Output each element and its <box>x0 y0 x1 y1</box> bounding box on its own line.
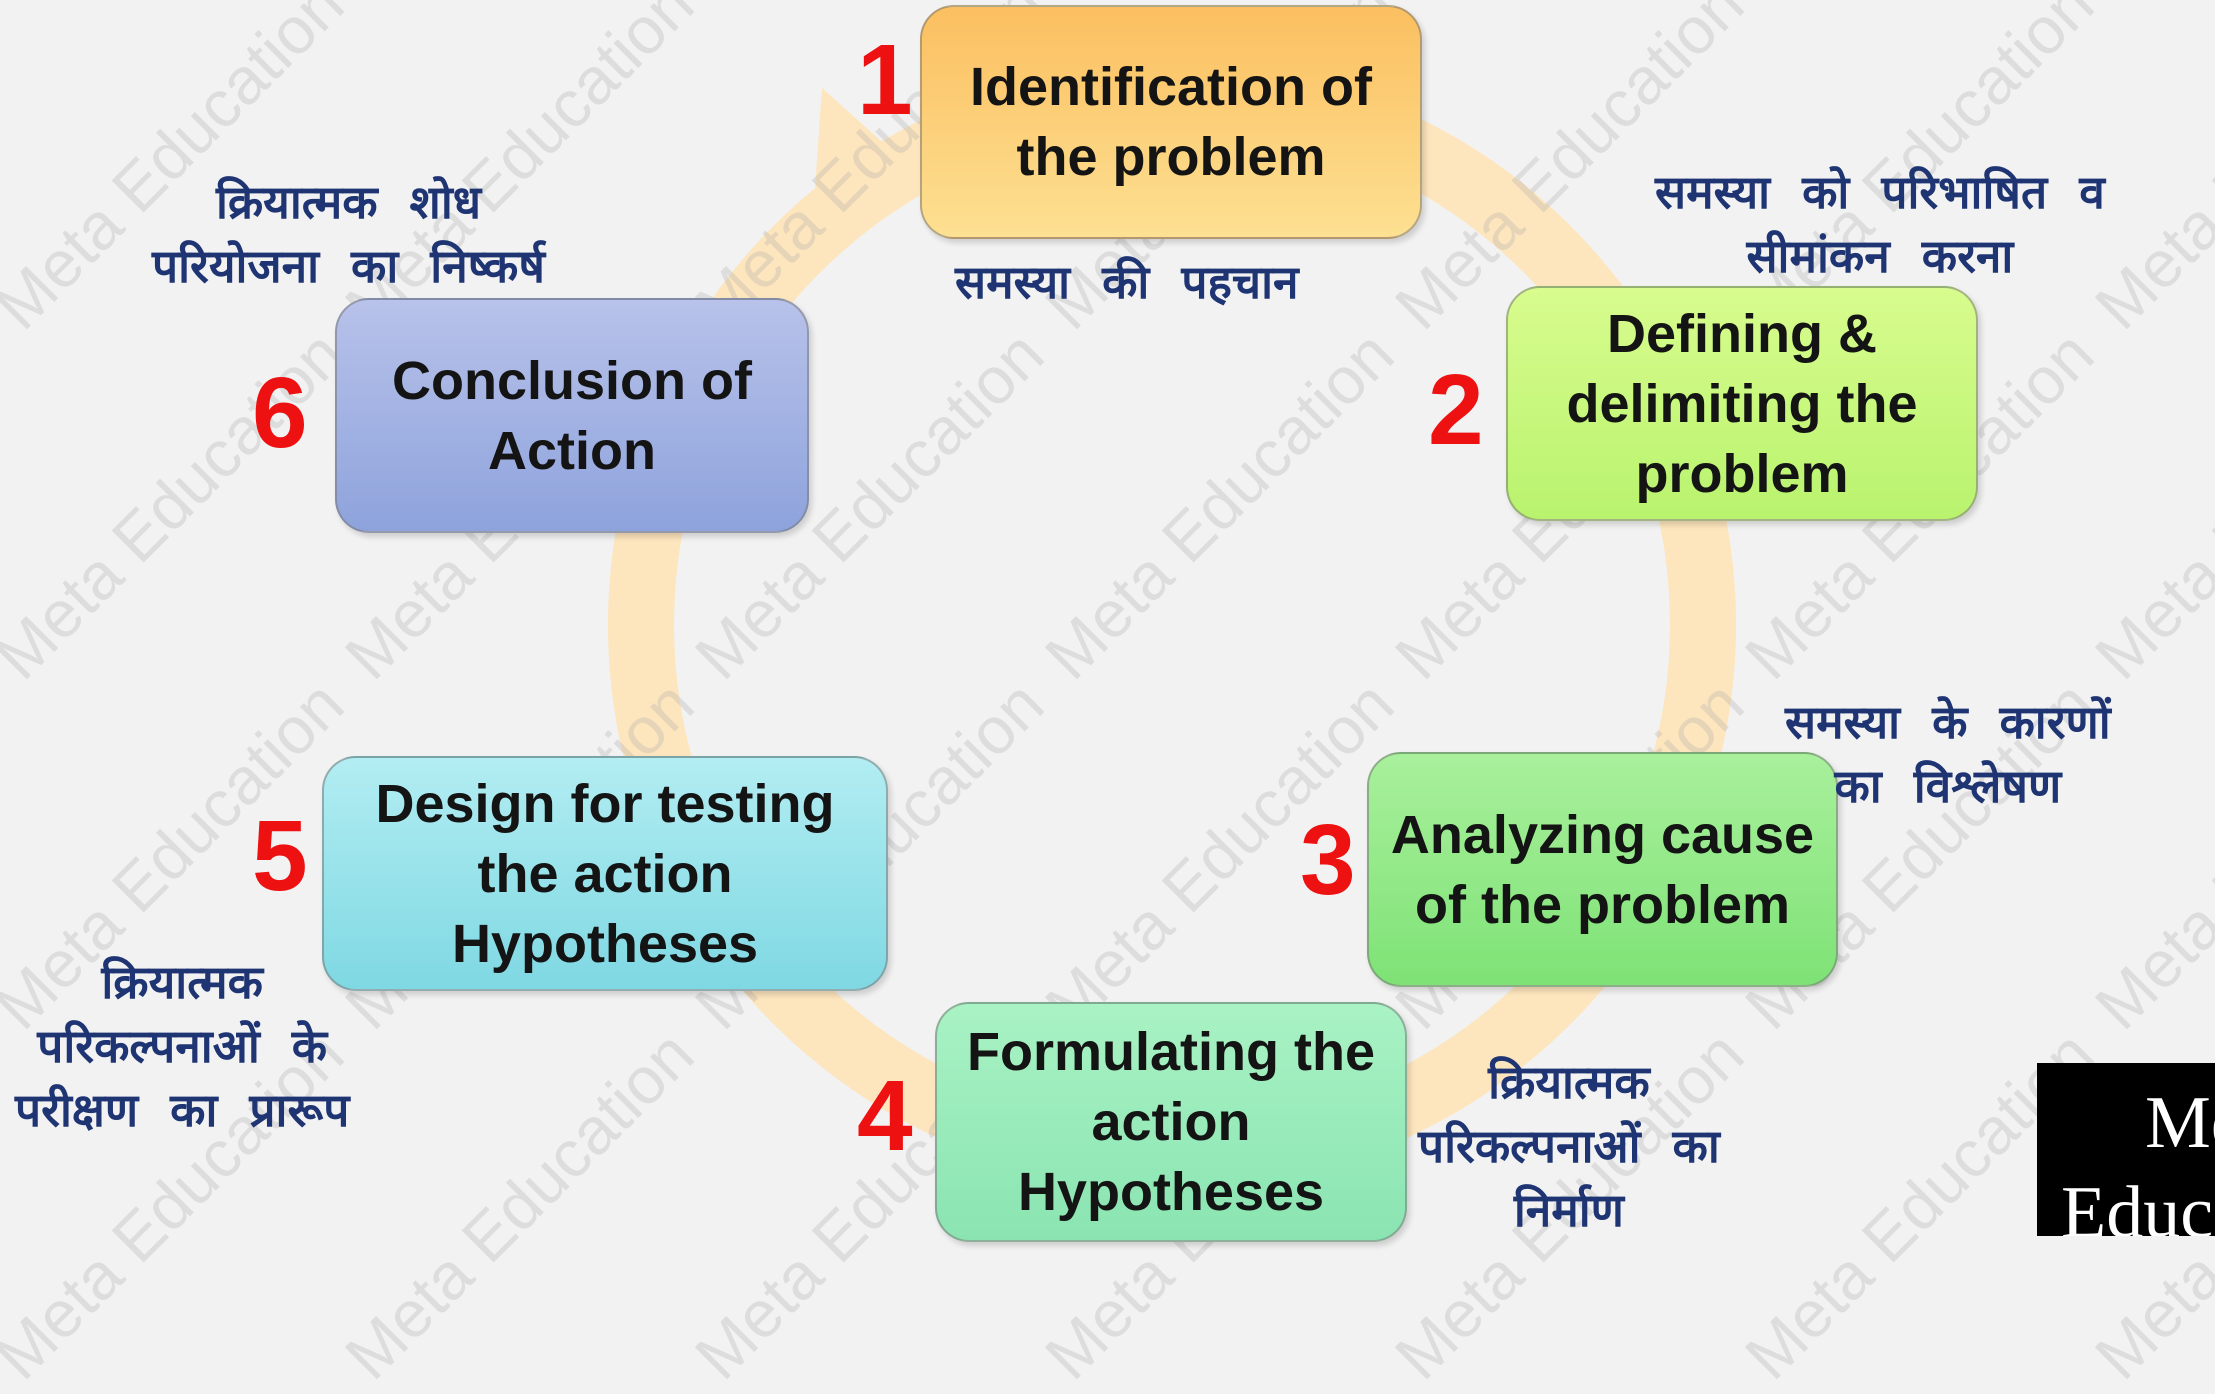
step-6-label: Conclusion of Action <box>392 350 752 481</box>
step-6-hindi: क्रियात्मक शोध परियोजना का निष्कर्ष <box>152 175 545 293</box>
step-3-box: Analyzing cause of the problem <box>1367 752 1838 987</box>
step-3-label: Analyzing cause of the problem <box>1390 804 1815 935</box>
step-3-number: 3 <box>1300 804 1356 916</box>
logo-line-2: Education <box>2061 1172 2215 1236</box>
step-5-label: Design for testing the action Hypotheses <box>375 773 835 974</box>
step-6-box: Conclusion of Action <box>335 298 809 533</box>
step-4-box: Formulating the action Hypotheses <box>935 1002 1407 1242</box>
step-5-hindi: क्रियात्मक परिकल्पनाओं के परीक्षण का प्र… <box>15 955 350 1137</box>
step-4-hindi: क्रियात्मक परिकल्पनाओं का निर्माण <box>1418 1055 1720 1237</box>
step-2-box: Defining & delimiting the problem <box>1506 286 1978 521</box>
step-4-number: 4 <box>857 1060 913 1172</box>
step-2-hindi: समस्या को परिभाषित व सीमांकन करना <box>1655 165 2105 283</box>
step-5-number: 5 <box>252 800 308 912</box>
step-1-number: 1 <box>857 24 913 136</box>
logo-line-1: Meta <box>2145 1082 2215 1164</box>
step-2-label: Defining & delimiting the problem <box>1566 303 1918 504</box>
step-5-box: Design for testing the action Hypotheses <box>322 756 888 991</box>
logo: Meta Education <box>2037 1063 2215 1236</box>
step-1-hindi: समस्या की पहचान <box>955 255 1299 309</box>
step-4-label: Formulating the action Hypotheses <box>967 1022 1375 1222</box>
step-2-number: 2 <box>1428 354 1484 466</box>
step-3-hindi: समस्या के कारणों का विश्लेषण <box>1785 695 2111 813</box>
step-1-box: Identification of the problem <box>920 5 1422 239</box>
step-1-label: Identification of the problem <box>970 57 1372 187</box>
step-6-number: 6 <box>252 357 308 469</box>
